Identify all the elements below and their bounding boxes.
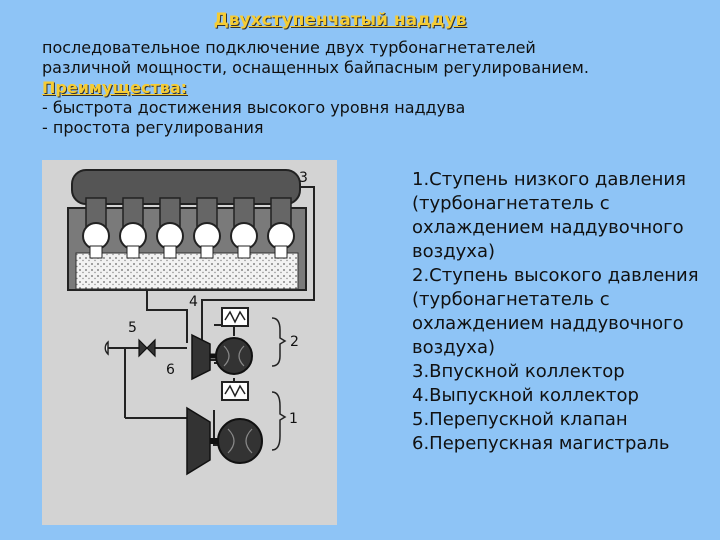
turbine-low-pressure <box>186 406 211 476</box>
intercooler-high-pressure <box>221 307 249 327</box>
advantage-item-1: - быстрота достижения высокого уровня на… <box>42 98 466 117</box>
compressor-low-pressure <box>217 418 263 464</box>
label-1: 1 <box>289 411 298 427</box>
legend-item-4: 4.Выпускной коллектор <box>412 385 639 406</box>
label-5: 5 <box>128 320 137 336</box>
compressor-high-pressure <box>215 337 253 375</box>
bracket-stage-2 <box>271 317 287 367</box>
engine-coolant-area <box>75 252 299 290</box>
label-2: 2 <box>290 334 299 350</box>
label-6: 6 <box>166 362 175 378</box>
advantage-item-2: - простота регулирования <box>42 118 264 137</box>
intro-block: последовательное подключение двух турбон… <box>42 38 702 138</box>
intro-line-1: последовательное подключение двух турбон… <box>42 38 536 57</box>
legend-item-2: 2.Ступень высокого давления (турбонагнет… <box>412 265 699 358</box>
engine-diagram: 3 4 5 6 2 1 <box>42 160 337 525</box>
advantages-heading: Преимущества: <box>42 78 188 97</box>
bracket-stage-1 <box>271 391 287 451</box>
label-3: 3 <box>299 170 308 186</box>
engine-schematic: 3 4 5 6 2 1 <box>67 169 315 476</box>
intro-line-2: различной мощности, оснащенных байпасным… <box>42 58 589 77</box>
legend-item-5: 5.Перепускной клапан <box>412 409 628 430</box>
legend-item-6: 6.Перепускная магистраль <box>412 433 670 454</box>
intercooler-low-pressure <box>221 381 249 401</box>
bypass-valve <box>104 338 156 358</box>
turbine-high-pressure <box>191 333 211 381</box>
label-4: 4 <box>189 294 198 310</box>
legend-item-1: 1.Ступень низкого давления (турбонагнета… <box>412 169 686 262</box>
legend-list: 1.Ступень низкого давления (турбонагнета… <box>412 168 712 456</box>
legend-item-3: 3.Впускной коллектор <box>412 361 625 382</box>
cylinders <box>82 197 295 259</box>
slide-title: Двухступенчатый наддув <box>213 10 467 30</box>
